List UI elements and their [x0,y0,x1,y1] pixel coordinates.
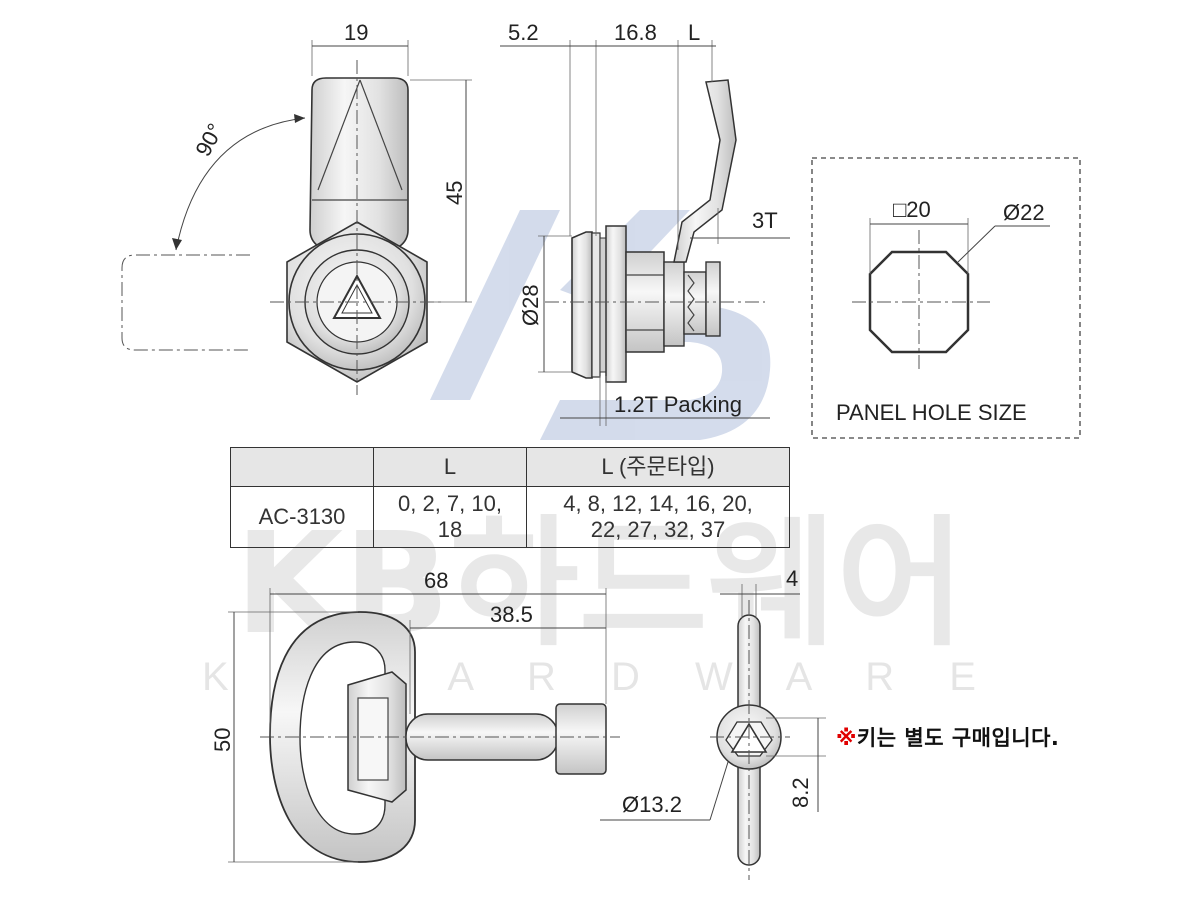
table-row: AC-3130 0, 2, 7, 10, 18 4, 8, 12, 14, 16… [230,486,790,548]
spec-table-header-blank [230,447,374,487]
spec-l-cell: 0, 2, 7, 10, 18 [373,486,527,548]
dim-a: 5.2 [508,20,539,45]
spec-table-header-l-order: L (주문타입) [526,447,790,487]
dim-tip-diameter: Ø13.2 [622,792,682,817]
dim-key-shaft: 38.5 [490,602,533,627]
side-hex-nut [605,225,627,383]
note-mark: ※ [836,726,857,750]
spec-table-header-l: L [373,447,527,487]
dim-key-thickness: 4 [786,566,798,591]
dim-diameter: Ø28 [518,284,543,326]
flange [571,231,593,379]
dim-c: L [688,20,700,45]
dim-tip-size: 8.2 [788,777,813,808]
dim-packing: 1.2T Packing [614,392,742,417]
panel-hole-title: PANEL HOLE SIZE [836,400,1027,425]
key-tip [555,703,607,775]
dim-hole-diameter: Ø22 [1003,200,1045,225]
spec-table: L L (주문타입) AC-3130 0, 2, 7, 10, 18 4, 8,… [230,447,790,548]
front-view: 90° 19 45 [121,20,472,395]
handle [309,77,409,247]
spec-table-header-row: L L (주문타입) [230,447,790,487]
side-view: 5.2 16.8 L 3T Ø28 1.2T Packing [500,20,790,426]
key-view: 68 38.5 50 [210,568,620,863]
dim-key-length: 68 [424,568,448,593]
dim-b: 16.8 [614,20,657,45]
rotated-handle-outline [121,254,250,351]
packing [599,237,607,373]
panel-hole-shape [868,250,970,354]
cam-screw [683,271,707,335]
spec-model-cell: AC-3130 [230,486,374,548]
dim-thickness: 3T [752,208,778,233]
dim-height: 45 [442,181,467,205]
panel-hole-panel: □20 Ø22 PANEL HOLE SIZE [811,157,1081,439]
dim-width: 19 [344,20,368,45]
key-end-view: 4 8.2 Ø13.2 [600,566,826,880]
cam-lever [673,79,737,263]
dim-key-height: 50 [210,728,235,752]
key-sold-separately-note: ※키는 별도 구매입니다. [836,722,1059,752]
note-text: 키는 별도 구매입니다. [856,726,1060,750]
dim-square: □20 [893,197,931,222]
spec-l-order-cell: 4, 8, 12, 14, 16, 20, 22, 27, 32, 37 [526,486,790,548]
